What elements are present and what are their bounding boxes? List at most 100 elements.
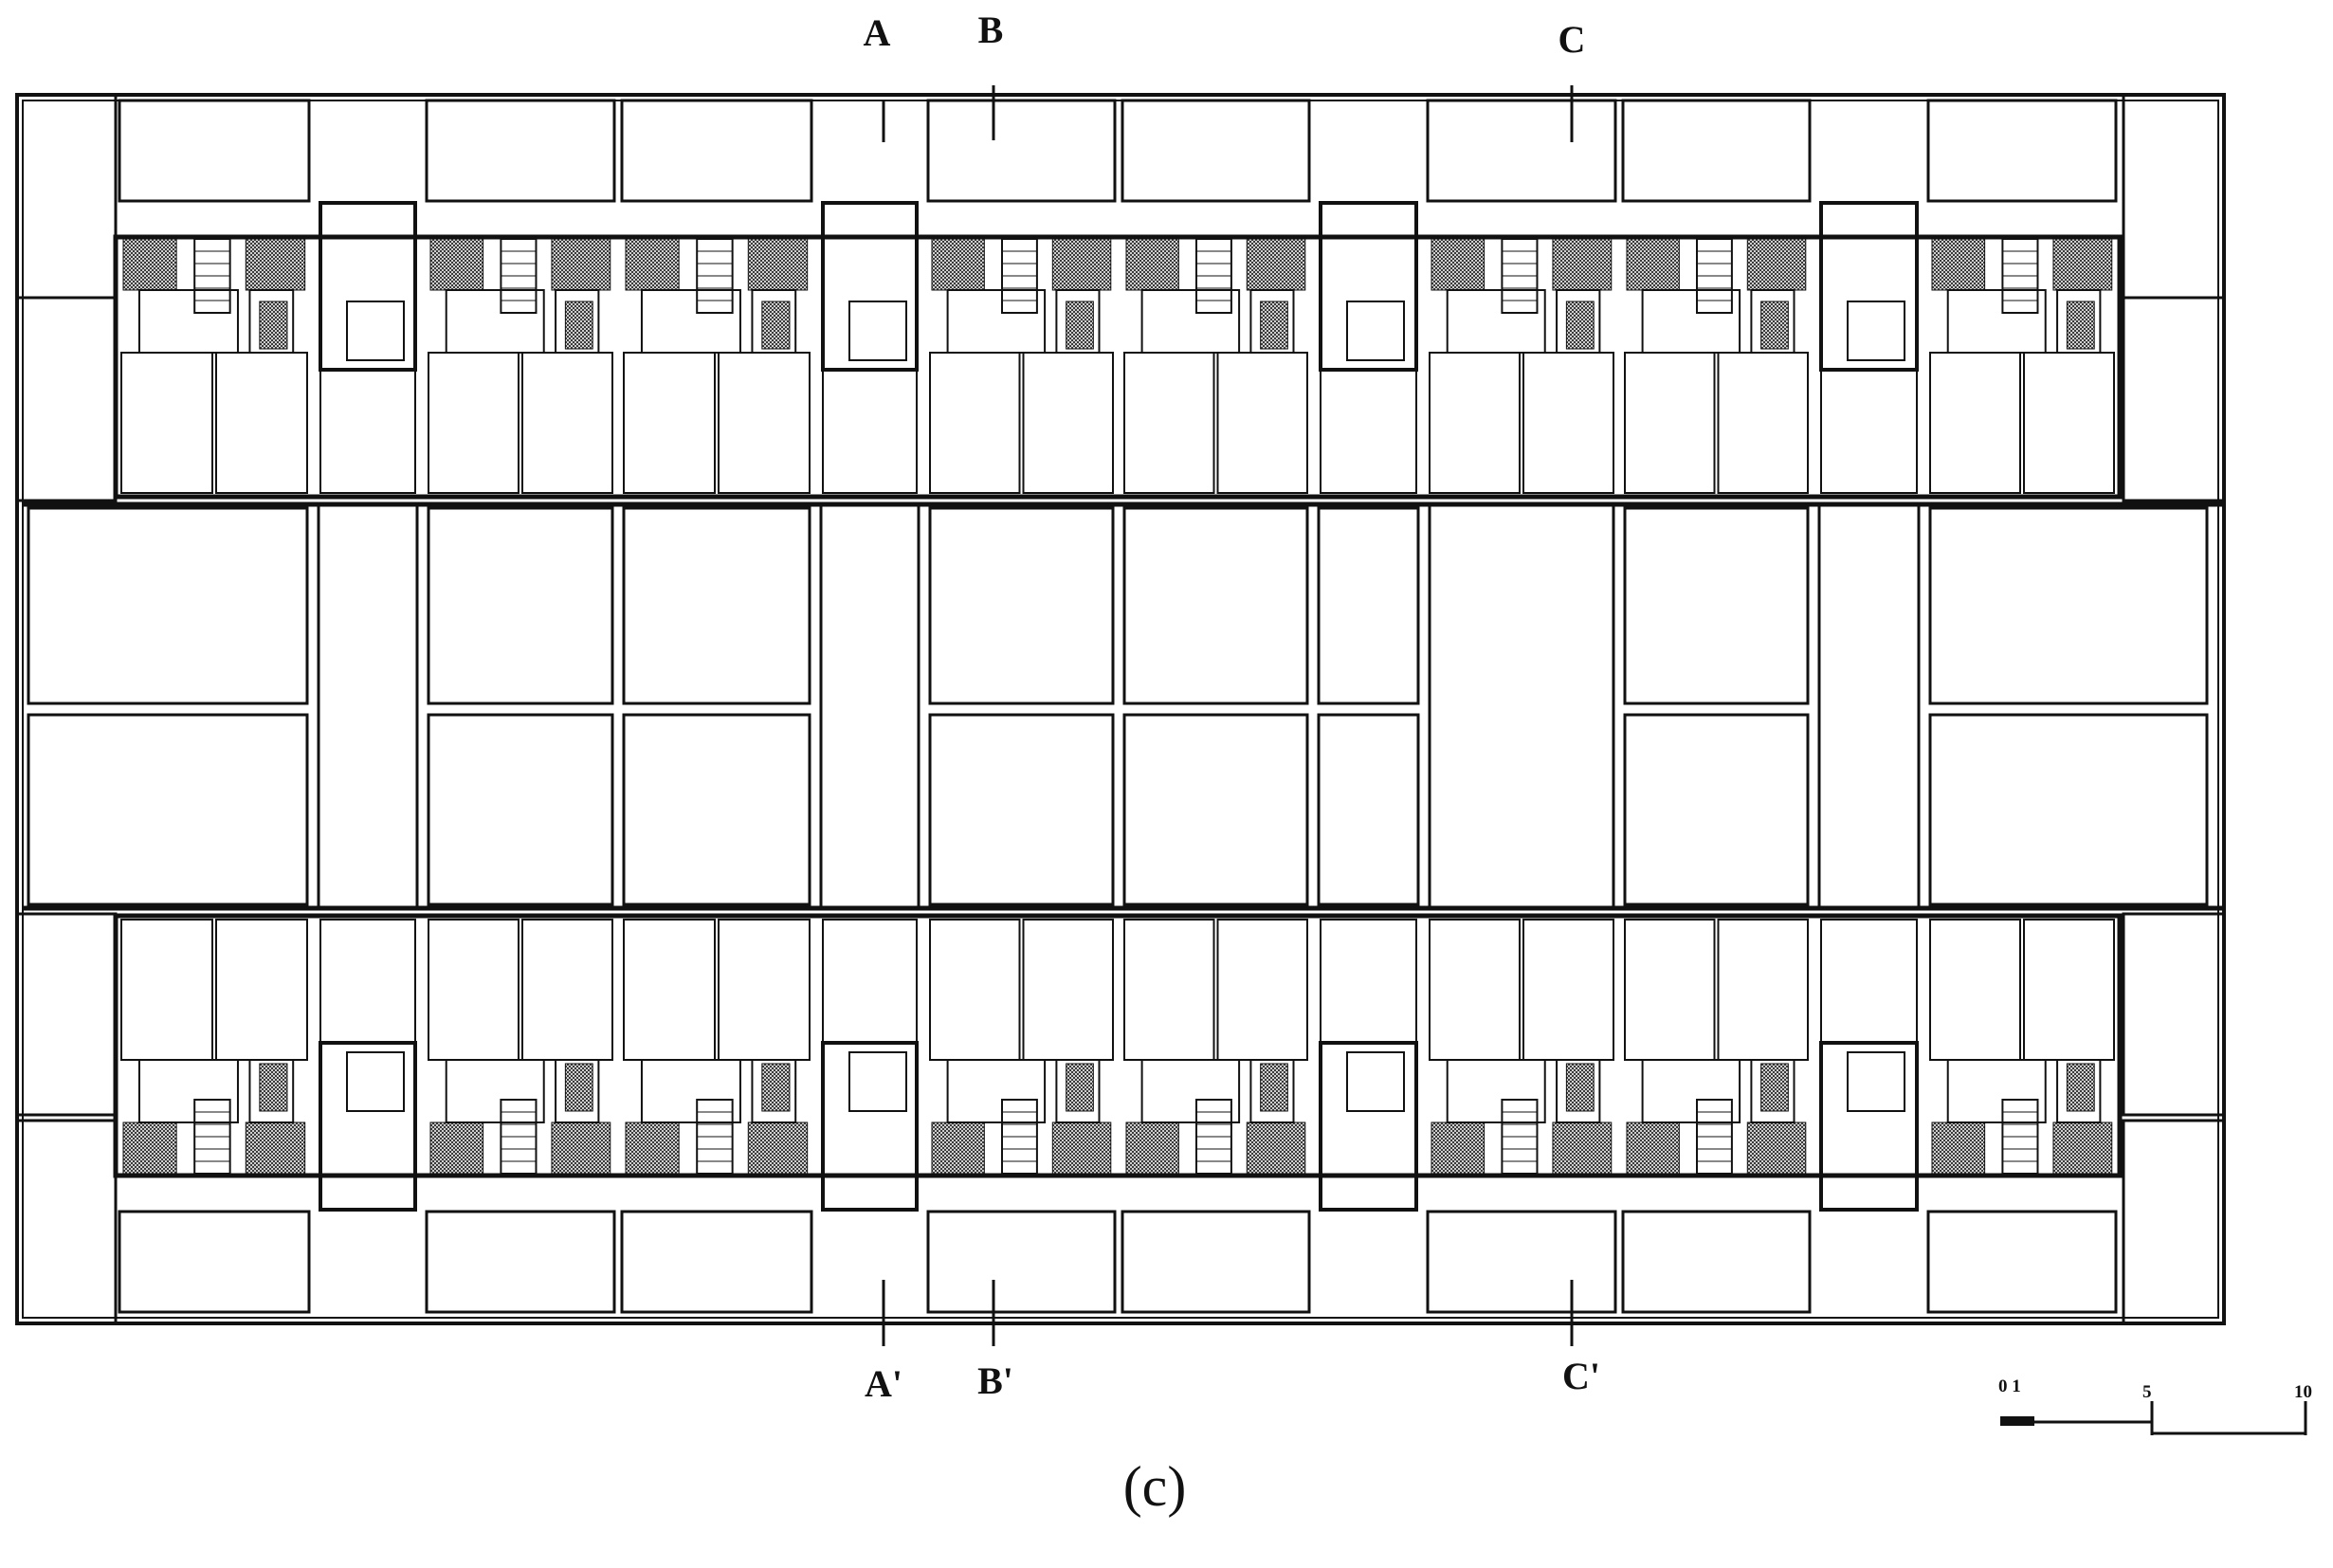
service-zone <box>122 1121 177 1175</box>
room <box>1429 919 1521 1061</box>
room <box>929 352 1021 494</box>
section-mark-c: C <box>1558 18 1586 61</box>
room <box>1123 919 1215 1061</box>
service-zone <box>1125 238 1179 291</box>
front-garden <box>1426 99 1617 203</box>
courtyard-plot <box>427 506 614 705</box>
room <box>929 919 1021 1061</box>
courtyard-plot <box>1623 713 1810 906</box>
front-garden <box>1121 99 1311 203</box>
service-zone <box>551 1121 611 1175</box>
courtyard-lane <box>819 502 920 910</box>
lane-wc <box>1346 301 1405 361</box>
stair-core <box>319 1041 417 1212</box>
stair-core <box>821 1041 919 1212</box>
corridor <box>1140 289 1241 354</box>
bathroom-fixture <box>259 301 288 350</box>
end-plot <box>15 912 118 1117</box>
bathroom-fixture <box>1066 301 1094 350</box>
site-plot-grid <box>15 93 2226 1325</box>
lane-room <box>1820 369 1918 494</box>
room <box>623 352 716 494</box>
corridor <box>1946 1059 2047 1123</box>
bathroom-fixture <box>1565 1063 1595 1112</box>
lane-room <box>822 919 918 1044</box>
room <box>1123 352 1215 494</box>
corridor <box>1140 1059 1241 1123</box>
bathroom-fixture <box>564 1063 593 1112</box>
service-zone <box>747 238 809 291</box>
room <box>718 919 811 1061</box>
service-zone <box>1626 1121 1680 1175</box>
front-garden <box>620 1210 813 1314</box>
bathroom-fixture <box>259 1063 288 1112</box>
courtyard-plot <box>1122 713 1309 906</box>
bathroom-fixture <box>1260 1063 1288 1112</box>
corridor <box>137 289 239 354</box>
courtyard-plot <box>928 713 1115 906</box>
room <box>623 919 716 1061</box>
room <box>215 352 308 494</box>
room <box>120 919 213 1061</box>
front-garden <box>1426 1210 1617 1314</box>
site-boundary-inner <box>22 100 2219 1319</box>
section-mark-b: B <box>978 9 1004 51</box>
bathroom-fixture <box>1760 1063 1789 1112</box>
service-zone <box>2052 1121 2113 1175</box>
room <box>718 352 811 494</box>
service-zone <box>245 238 306 291</box>
front-garden <box>926 99 1117 203</box>
lane-wc <box>346 301 405 361</box>
end-plot <box>2122 296 2226 502</box>
stair-core <box>319 201 417 372</box>
corridor <box>445 289 545 354</box>
end-plot <box>2122 1119 2226 1325</box>
service-zone <box>1552 1121 1613 1175</box>
corridor <box>946 1059 1047 1123</box>
end-plot <box>2122 912 2226 1117</box>
service-zone <box>1051 1121 1112 1175</box>
service-zone <box>1626 238 1680 291</box>
section-mark-b-prime: B' <box>977 1359 1013 1402</box>
front-garden <box>1926 1210 2118 1314</box>
end-plot <box>15 93 118 300</box>
room <box>1022 919 1114 1061</box>
courtyard-plot <box>1317 506 1420 705</box>
corridor <box>137 1059 239 1123</box>
front-garden <box>620 99 813 203</box>
courtyard-plot <box>427 713 614 906</box>
service-zone <box>429 1121 484 1175</box>
section-cut-lines <box>882 85 1574 1346</box>
bathroom-fixture <box>2066 301 2095 350</box>
stair-core <box>1319 201 1418 372</box>
lane-room <box>319 369 416 494</box>
scale-bar: 0 1 5 10 <box>1998 1377 2312 1435</box>
front-garden <box>1121 1210 1311 1314</box>
bathroom-fixture <box>564 301 593 350</box>
courtyard-plot <box>1928 506 2209 705</box>
room <box>428 919 519 1061</box>
bathroom-fixture <box>1760 301 1789 350</box>
service-zone <box>931 1121 985 1175</box>
housing-row-north <box>113 99 2123 500</box>
service-zone <box>245 1121 306 1175</box>
service-zone <box>122 238 177 291</box>
corridor <box>1946 289 2047 354</box>
scale-tick-5: 5 <box>2142 1382 2152 1402</box>
lane-wc <box>848 1051 907 1112</box>
figure-caption: (c) <box>1123 1455 1187 1518</box>
courtyard-plot <box>27 506 309 705</box>
courtyard-plot <box>1623 506 1810 705</box>
section-mark-c-prime: C' <box>1562 1355 1600 1397</box>
front-garden <box>118 99 311 203</box>
room <box>215 919 308 1061</box>
front-garden <box>1926 99 2118 203</box>
service-zone <box>625 1121 680 1175</box>
lane-wc <box>1847 301 1905 361</box>
corridor <box>1641 289 1741 354</box>
scale-tick-10: 10 <box>2294 1382 2312 1402</box>
service-zone <box>1746 238 1807 291</box>
room <box>120 352 213 494</box>
lane-wc <box>1847 1051 1905 1112</box>
